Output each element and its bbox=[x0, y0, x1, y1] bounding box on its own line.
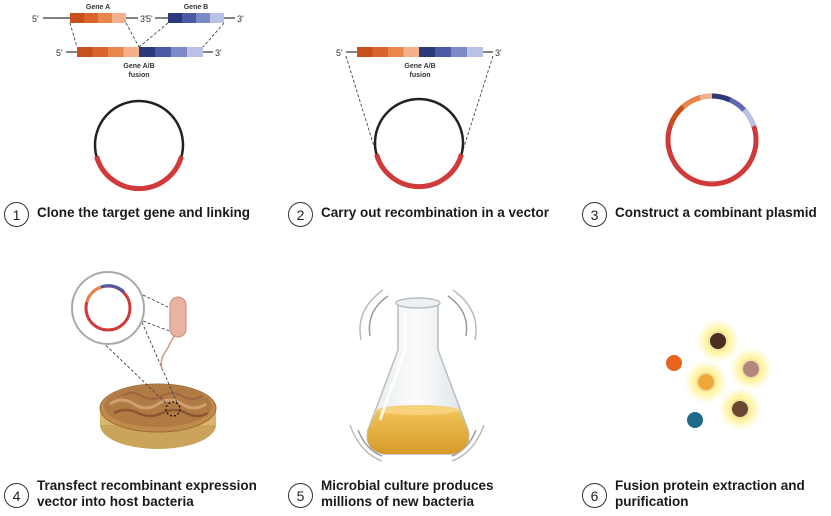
recombinant-plasmid bbox=[665, 93, 759, 187]
step1-guide-lines bbox=[69, 22, 225, 48]
step-4-text-line2: vector into host bacteria bbox=[37, 494, 194, 509]
step-5-text-line1: Microbial culture produces bbox=[321, 478, 494, 493]
gene-a-3prime: 3' bbox=[140, 14, 147, 24]
step-6-text-line2: purification bbox=[615, 494, 689, 509]
gene-a-5prime: 5' bbox=[32, 14, 39, 24]
step-5-number: 5 bbox=[288, 483, 313, 508]
step2-3prime: 3' bbox=[495, 48, 502, 58]
step-2-label: 2 Carry out recombination in a vector bbox=[288, 202, 549, 227]
gene-b-3prime: 3' bbox=[237, 14, 244, 24]
gene-a-segment bbox=[43, 13, 138, 23]
gene-a-label: Gene A bbox=[86, 4, 110, 11]
magnified-bacterium-circle bbox=[71, 271, 145, 345]
gene-b-label: Gene B bbox=[184, 4, 209, 11]
step-1-text: Clone the target gene and linking bbox=[37, 205, 251, 220]
step-2-text: Carry out recombination in a vector bbox=[321, 205, 550, 220]
step-6-number: 6 bbox=[582, 483, 607, 508]
gene-b-segment bbox=[155, 13, 235, 23]
step-1-number: 1 bbox=[4, 202, 29, 227]
step-6-text-line1: Fusion protein extraction and bbox=[615, 478, 805, 493]
fusion-label-line2: fusion bbox=[129, 72, 150, 79]
step2-5prime: 5' bbox=[336, 48, 343, 58]
step-6-label: 6 Fusion protein extraction and purifica… bbox=[582, 478, 805, 510]
protein-particles bbox=[666, 319, 773, 431]
step-3-text: Construct a combinant plasmid bbox=[615, 205, 817, 220]
step2-guide-lines bbox=[345, 55, 494, 157]
step-5-label: 5 Microbial culture produces millions of… bbox=[288, 478, 494, 510]
fusion-gene-segment-2 bbox=[346, 47, 493, 57]
step-4-text-line1: Transfect recombinant expression bbox=[37, 478, 257, 493]
vector-plasmid-1 bbox=[93, 99, 185, 192]
step2-fusion-label-line2: fusion bbox=[410, 72, 431, 79]
fusion-gene-segment bbox=[66, 47, 213, 57]
fusion-5prime: 5' bbox=[56, 48, 63, 58]
fusion-3prime: 3' bbox=[215, 48, 222, 58]
step-3-label: 3 Construct a combinant plasmid bbox=[582, 202, 817, 227]
step-1-label: 1 Clone the target gene and linking bbox=[4, 202, 250, 227]
step4-guide-lines bbox=[94, 294, 179, 406]
step2-fusion-label-line1: Gene A/B bbox=[404, 63, 435, 70]
fusion-label-line1: Gene A/B bbox=[123, 63, 154, 70]
step-4-number: 4 bbox=[4, 483, 29, 508]
gene-b-5prime: 5' bbox=[146, 14, 153, 24]
culture-flask bbox=[349, 289, 485, 462]
step-3-number: 3 bbox=[582, 202, 607, 227]
vector-plasmid-2 bbox=[373, 97, 465, 190]
bacterium bbox=[160, 296, 187, 371]
petri-dish bbox=[99, 383, 217, 449]
step-2-number: 2 bbox=[288, 202, 313, 227]
step-5-text-line2: millions of new bacteria bbox=[321, 494, 475, 509]
step-4-label: 4 Transfect recombinant expression vecto… bbox=[4, 478, 257, 510]
